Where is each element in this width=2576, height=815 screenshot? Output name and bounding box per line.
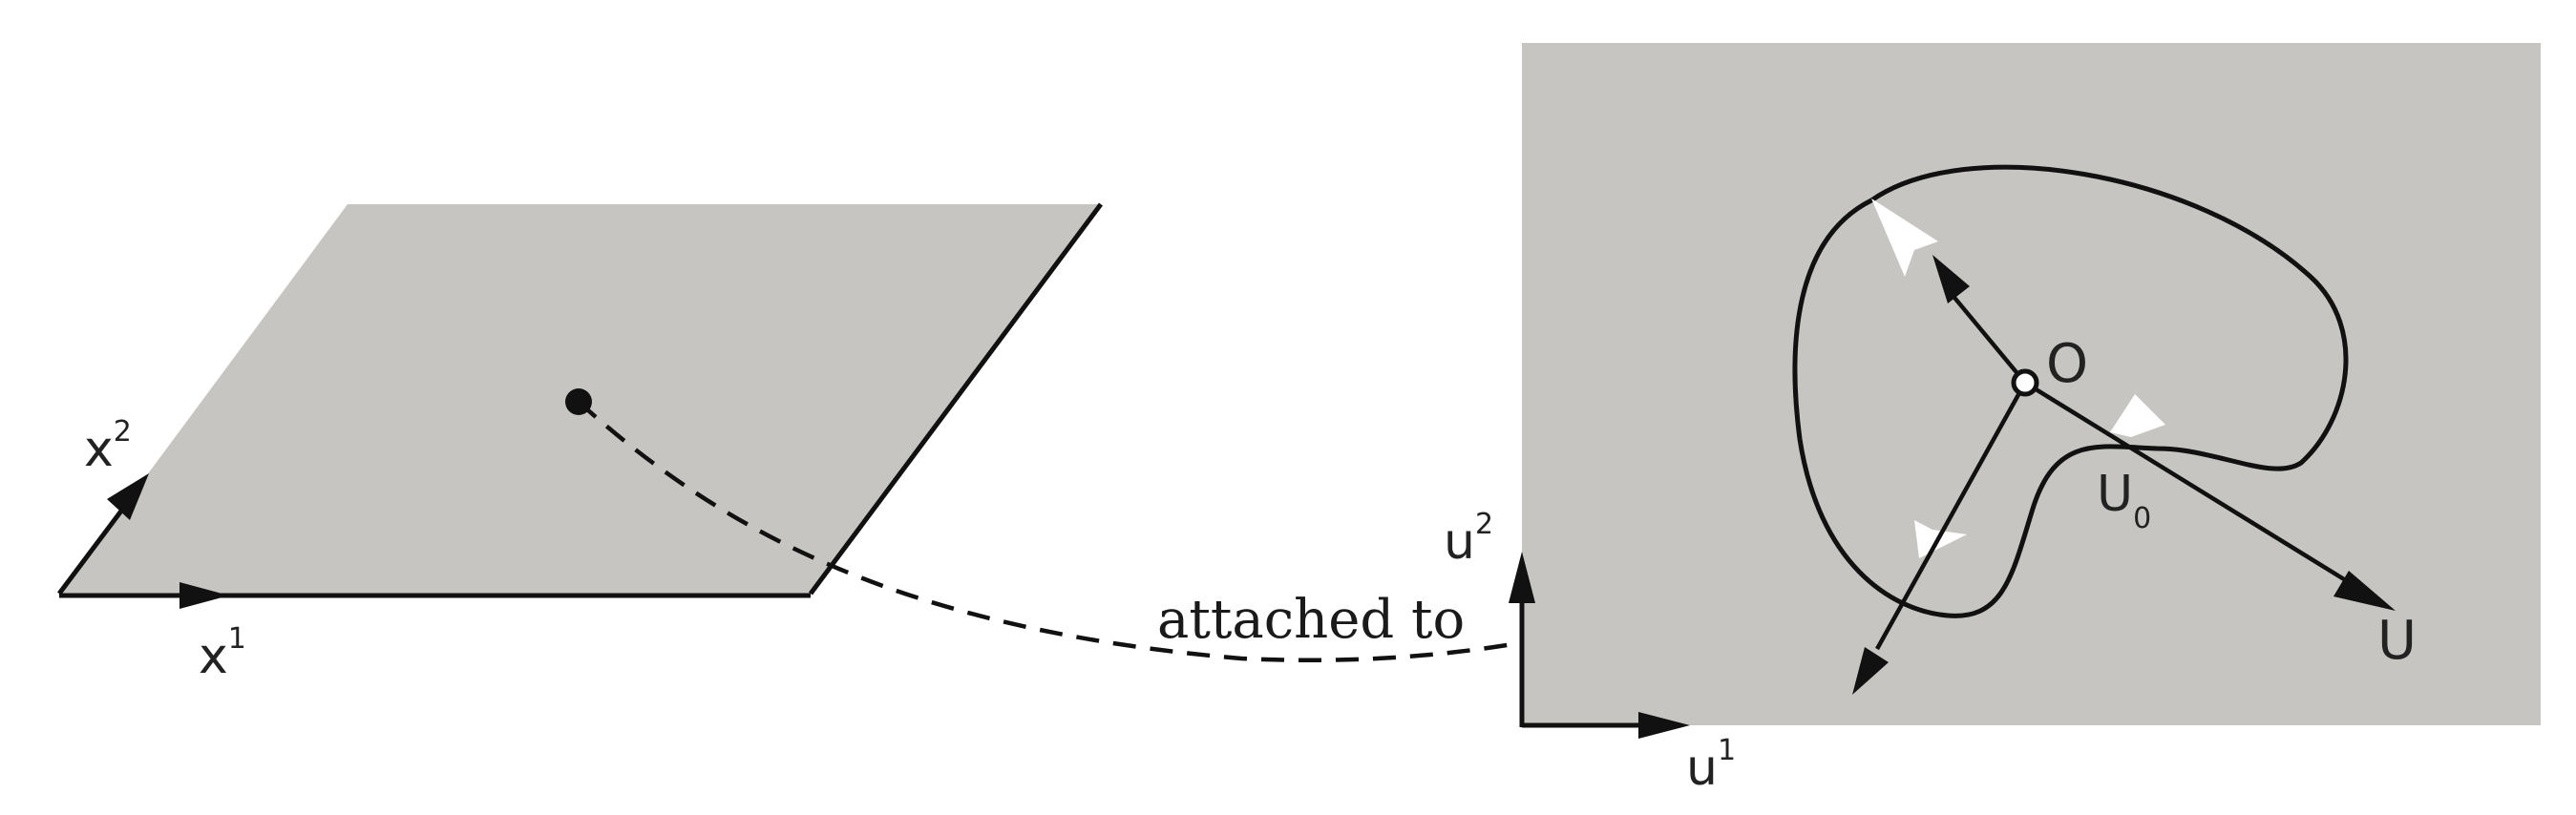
origin-point	[2011, 368, 2039, 397]
u2-label: u2	[1444, 508, 1493, 571]
vector-lower-left	[1852, 381, 2027, 695]
white-arrow-lower	[1914, 520, 1967, 558]
u1-axis-arrow	[1522, 712, 1690, 739]
white-arrow-right	[2110, 394, 2165, 437]
vector-upper-left	[1932, 255, 2027, 385]
plane-edge-right	[808, 202, 1104, 596]
u2-axis-arrow	[1509, 552, 1535, 727]
attached-to-label: attached to	[1157, 589, 1465, 651]
x2-label: x2	[84, 415, 132, 478]
vector-u-label: U	[2377, 610, 2417, 672]
u1-label: u1	[1686, 734, 1736, 797]
x2-axis-arrow	[57, 473, 149, 596]
white-arrow-upper	[1871, 199, 1938, 277]
region-u0-boundary	[1792, 164, 2349, 618]
x1-label: x1	[199, 622, 246, 685]
x1-axis-arrow	[59, 582, 229, 609]
vector-u	[2023, 381, 2396, 611]
origin-label: O	[2046, 333, 2088, 395]
right-panel: u1 u2 O U0 U	[1444, 43, 2541, 797]
region-u0-label: U0	[2097, 466, 2151, 535]
left-panel: x1 x2	[57, 202, 1104, 685]
